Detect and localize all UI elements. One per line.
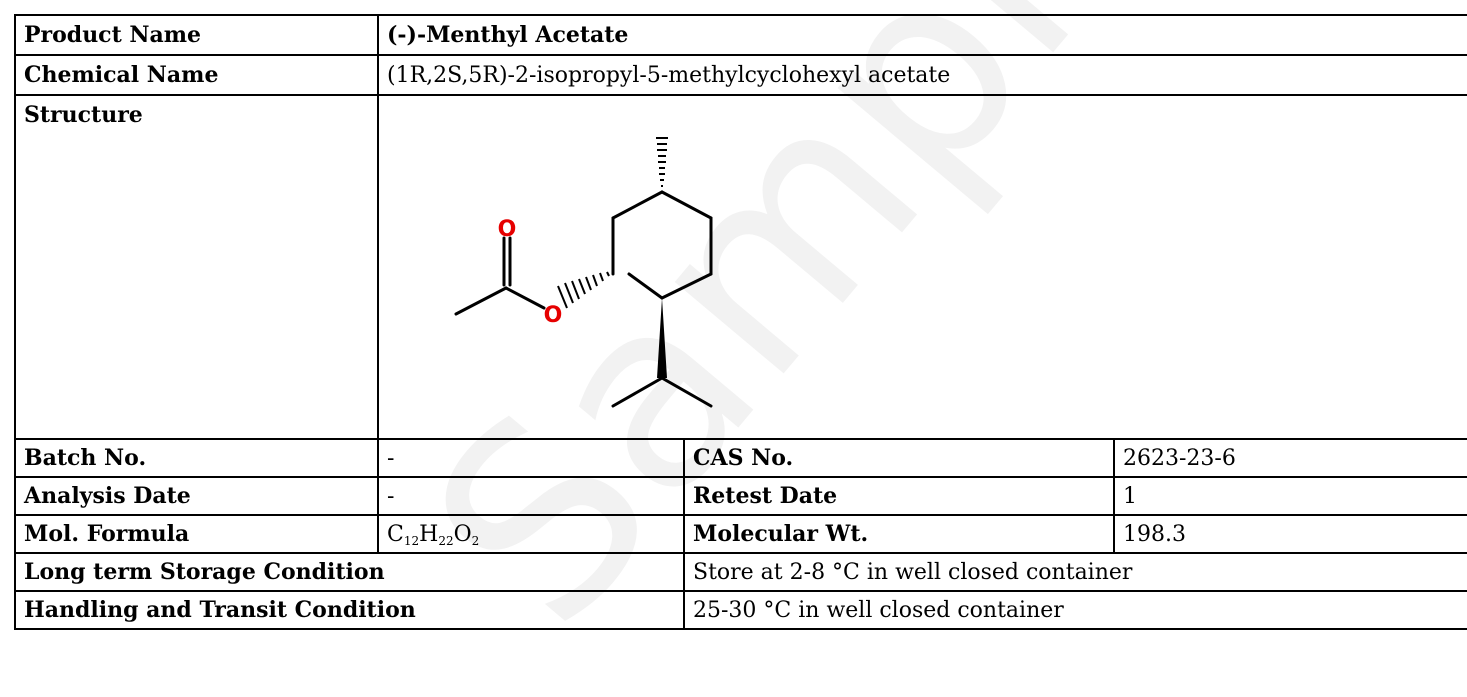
cas-no-label: CAS No. [683, 438, 1115, 478]
analysis-date-label: Analysis Date [14, 476, 379, 516]
chemical-structure-image: O O [454, 137, 713, 408]
row-chemical-name: Chemical Name (1R,2S,5R)-2-isopropyl-5-m… [14, 54, 1467, 96]
batch-no-value: - [377, 438, 685, 478]
retest-date-label: Retest Date [683, 476, 1115, 516]
oxygen-ester-label: O [544, 303, 563, 328]
retest-date-value: 1 [1112, 476, 1467, 516]
analysis-date-value: - [377, 476, 685, 516]
structure-label: Structure [24, 102, 143, 128]
cas-no-value: 2623-23-6 [1112, 438, 1467, 478]
product-name-label: Product Name [14, 14, 379, 56]
handling-label: Handling and Transit Condition [14, 590, 685, 630]
storage-label: Long term Storage Condition [14, 552, 685, 592]
row-handling: Handling and Transit Condition 25-30 °C … [14, 590, 1467, 630]
hash-bond-methyl [656, 137, 668, 187]
row-storage: Long term Storage Condition Store at 2-8… [14, 552, 1467, 592]
row-structure: Structure [14, 94, 1467, 440]
row-batch-cas: Batch No. - CAS No. 2623-23-6 [14, 438, 1467, 478]
hash-bond-ester [557, 271, 610, 309]
molecular-wt-value: 198.3 [1112, 514, 1467, 554]
chemical-name-value: (1R,2S,5R)-2-isopropyl-5-methylcyclohexy… [376, 54, 1467, 96]
mol-formula-label: Mol. Formula [14, 514, 379, 554]
storage-value: Store at 2-8 °C in well closed container [682, 552, 1467, 592]
row-dates: Analysis Date - Retest Date 1 [14, 476, 1467, 516]
coa-table: Product Name (-)-Menthyl Acetate Chemica… [14, 14, 1467, 630]
handling-value: 25-30 °C in well closed container [682, 590, 1467, 630]
oxygen-carbonyl-label: O [498, 217, 517, 242]
row-product-name: Product Name (-)-Menthyl Acetate [14, 14, 1467, 56]
row-formula-weight: Mol. Formula C12H22O2 Molecular Wt. 198.… [14, 514, 1467, 554]
batch-no-label: Batch No. [14, 438, 379, 478]
product-name-value: (-)-Menthyl Acetate [376, 14, 1467, 56]
structure-cell: O O [376, 94, 1467, 440]
mol-formula-value: C12H22O2 [377, 514, 685, 554]
molecular-wt-label: Molecular Wt. [683, 514, 1115, 554]
chemical-name-label: Chemical Name [14, 54, 379, 96]
